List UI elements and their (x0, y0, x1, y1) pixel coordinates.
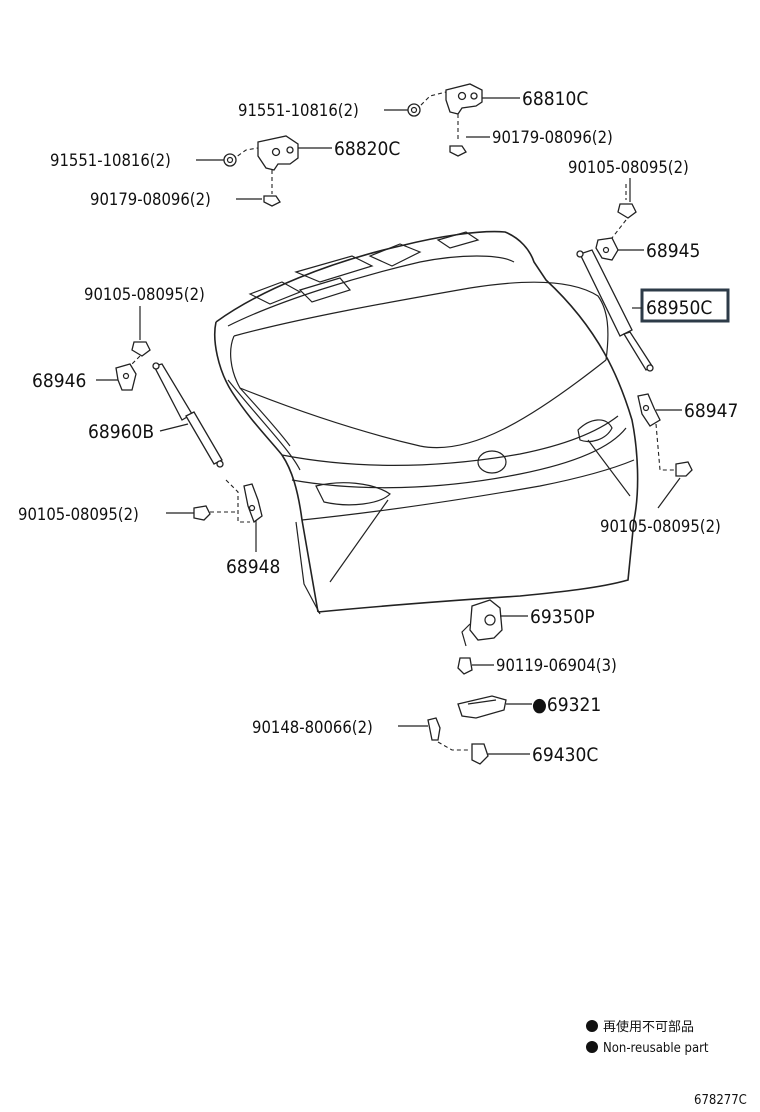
label-90119: 90119-06904(3) (496, 656, 617, 675)
label-90105-top-right: 90105-08095(2) (568, 158, 689, 177)
label-68810c: 68810C (522, 88, 588, 110)
label-90105-left: 90105-08095(2) (84, 285, 205, 304)
label-90105-lower-left: 90105-08095(2) (18, 505, 139, 524)
bracket-68946 (115, 341, 151, 391)
bracket-68948 (193, 479, 263, 524)
label-69350p: 69350P (530, 606, 595, 628)
legend-bullet-icon (586, 1020, 598, 1032)
bracket-68945 (595, 184, 637, 261)
label-68820c: 68820C (334, 138, 400, 160)
label-90148: 90148-80066(2) (252, 718, 373, 737)
back-door-panel (213, 230, 639, 615)
label-68950c: 68950C (646, 297, 712, 319)
hinge-68810c (407, 83, 483, 157)
part-69321 (457, 695, 507, 719)
legend-jp: 再使用不可部品 (603, 1019, 694, 1035)
figure-id: 678277C (694, 1093, 747, 1108)
highlight-box-68950c (640, 288, 730, 323)
label-68960b: 68960B (88, 421, 154, 443)
label-68948: 68948 (226, 556, 280, 578)
legend-bullet-icon (586, 1041, 598, 1053)
damper-strut-68950c (576, 249, 730, 372)
label-91551-top: 91551-10816(2) (238, 101, 359, 120)
legend-en: Non-reusable part (603, 1041, 709, 1056)
leader-lines (96, 97, 682, 755)
bracket-68947 (637, 393, 693, 477)
lock-assembly-69350p (457, 599, 503, 675)
part-69430c (427, 717, 489, 765)
label-91551-left: 91551-10816(2) (50, 151, 171, 170)
label-90179-top: 90179-08096(2) (492, 128, 613, 147)
damper-strut-68960b (152, 362, 224, 468)
label-90179-left: 90179-08096(2) (90, 190, 211, 209)
legend: 再使用不可部品 Non-reusable part (586, 1019, 709, 1056)
label-69430c: 69430C (532, 744, 598, 766)
label-69321: ●69321 (532, 694, 601, 716)
label-90105-lower-right: 90105-08095(2) (600, 517, 721, 536)
label-68947: 68947 (684, 400, 738, 422)
hinge-68820c (223, 135, 299, 207)
label-68946: 68946 (32, 370, 86, 392)
label-68945: 68945 (646, 240, 700, 262)
